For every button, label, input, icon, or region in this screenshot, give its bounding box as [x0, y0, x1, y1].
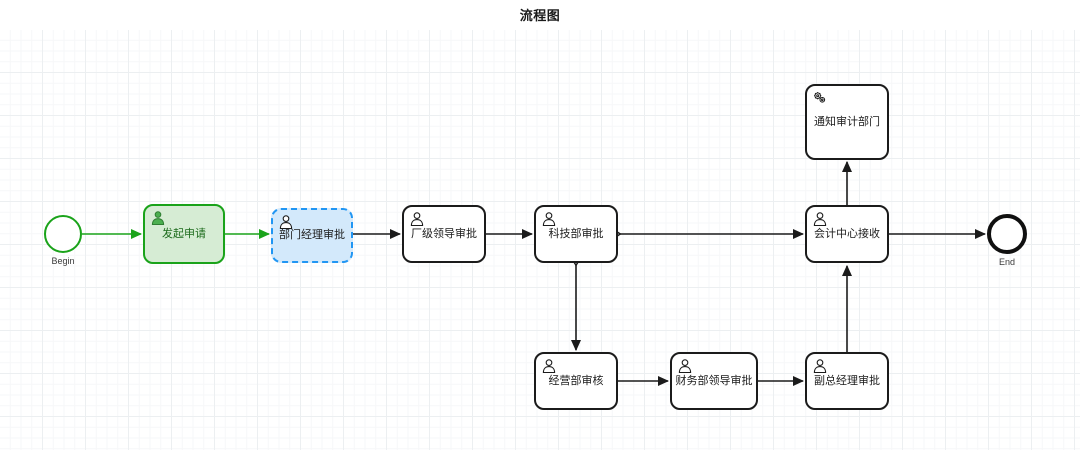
node-dept-manager[interactable]: 部门经理审批 [271, 208, 353, 263]
node-label: 科技部审批 [548, 227, 604, 240]
service-task-icon [814, 92, 826, 103]
end-event-label: End [998, 257, 1015, 267]
user-task-icon [542, 359, 556, 374]
node-factory-leader[interactable]: 厂级领导审批 [402, 205, 486, 263]
node-apply[interactable]: 发起申请 [143, 204, 225, 264]
node-label: 财务部领导审批 [675, 374, 753, 387]
user-task-icon [813, 359, 827, 374]
title-bar: 流程图 [0, 0, 1080, 30]
node-notify-audit[interactable]: 通知审计部门 [805, 84, 889, 160]
user-task-icon [279, 215, 293, 230]
node-label: 经营部审核 [548, 374, 604, 387]
node-label: 部门经理审批 [279, 229, 345, 242]
user-task-icon [813, 212, 827, 227]
node-operation-dept[interactable]: 经营部审核 [534, 352, 618, 410]
node-label: 发起申请 [162, 227, 206, 240]
node-finance-leader[interactable]: 财务部领导审批 [670, 352, 758, 410]
node-label: 厂级领导审批 [411, 227, 477, 240]
page-title: 流程图 [519, 7, 561, 23]
user-task-icon [542, 212, 556, 227]
node-label: 通知审计部门 [814, 115, 880, 128]
user-task-icon [151, 211, 165, 225]
node-tech-dept[interactable]: 科技部审批 [534, 205, 618, 263]
user-task-icon [678, 359, 692, 374]
node-accounting-center[interactable]: 会计中心接收 [805, 205, 889, 263]
node-vice-gm[interactable]: 副总经理审批 [805, 352, 889, 410]
node-label: 会计中心接收 [814, 227, 880, 240]
node-label: 副总经理审批 [814, 374, 880, 387]
diagram-canvas[interactable]: Begin 发起申请 部门经理审批 厂级领导审批 [0, 30, 1080, 450]
start-event-label: Begin [51, 256, 75, 266]
user-task-icon [410, 212, 424, 227]
start-event-begin[interactable] [44, 215, 82, 253]
end-event[interactable] [987, 214, 1027, 254]
